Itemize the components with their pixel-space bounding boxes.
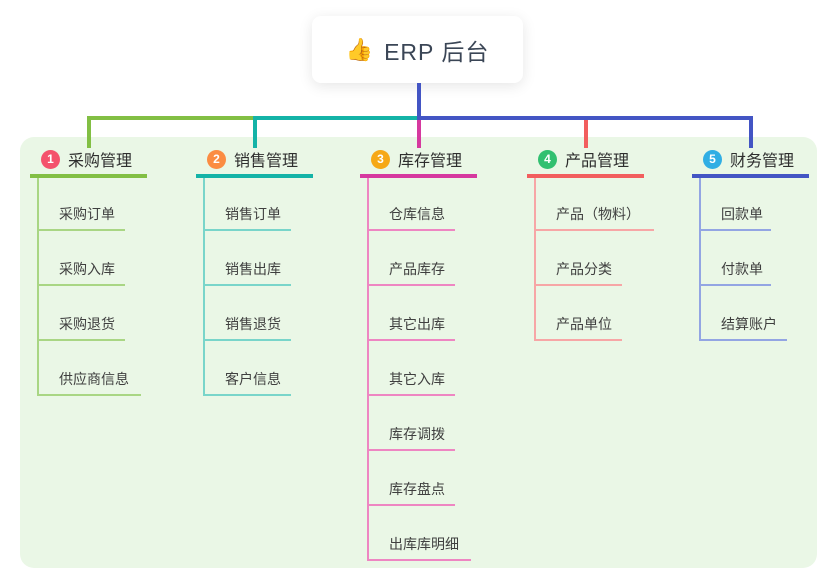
branch-node[interactable]: 1 采购管理	[41, 148, 132, 170]
child-underline	[534, 284, 622, 286]
branch-label: 财务管理	[730, 153, 795, 170]
child-topic[interactable]: 回款单	[721, 206, 763, 222]
thumbs-up-icon: 👍	[345, 36, 375, 62]
child-underline	[203, 394, 291, 396]
branch-number-badge: 4	[538, 149, 557, 169]
child-topic[interactable]: 结算账户	[721, 316, 777, 332]
child-topic[interactable]: 产品（物料）	[556, 206, 640, 222]
branch-number-badge: 5	[703, 149, 722, 169]
bus-segment	[253, 116, 417, 120]
branch-node[interactable]: 2 销售管理	[207, 148, 298, 170]
child-underline	[534, 229, 654, 231]
branch-underline	[196, 174, 313, 178]
bus-segment	[87, 116, 257, 120]
child-topic[interactable]: 销售退货	[225, 316, 281, 332]
branch-label: 产品管理	[565, 153, 630, 170]
child-vertical-line	[367, 178, 369, 561]
child-topic[interactable]: 出库库明细	[389, 536, 459, 552]
root-node[interactable]: 👍 ERP 后台	[312, 16, 523, 83]
child-topic[interactable]: 采购退货	[59, 316, 115, 332]
branch-node[interactable]: 5 财务管理	[703, 148, 794, 170]
branch-drop-line	[584, 120, 588, 148]
child-topic[interactable]: 供应商信息	[59, 371, 129, 387]
child-topic[interactable]: 仓库信息	[389, 206, 445, 222]
child-topic[interactable]: 库存调拨	[389, 426, 445, 442]
child-topic[interactable]: 销售订单	[225, 206, 281, 222]
child-topic[interactable]: 客户信息	[225, 371, 281, 387]
child-underline	[37, 394, 141, 396]
child-topic[interactable]: 产品库存	[389, 261, 445, 277]
child-vertical-line	[699, 178, 701, 341]
branch-number-badge: 3	[371, 149, 390, 169]
child-underline	[203, 284, 291, 286]
branch-node[interactable]: 3 库存管理	[371, 148, 462, 170]
child-underline	[699, 339, 787, 341]
branch-number-badge: 2	[207, 149, 226, 169]
child-topic[interactable]: 销售出库	[225, 261, 281, 277]
branch-underline	[527, 174, 644, 178]
child-topic[interactable]: 库存盘点	[389, 481, 445, 497]
child-underline	[37, 284, 125, 286]
root-node-label: ERP 后台	[384, 38, 490, 65]
child-topic[interactable]: 采购订单	[59, 206, 115, 222]
child-vertical-line	[37, 178, 39, 396]
child-underline	[367, 339, 455, 341]
branch-drop-line	[749, 120, 753, 148]
branch-drop-line	[253, 120, 257, 148]
branch-label: 采购管理	[68, 153, 133, 170]
child-topic[interactable]: 产品单位	[556, 316, 612, 332]
branch-underline	[360, 174, 477, 178]
bus-segment	[417, 116, 753, 120]
child-underline	[534, 339, 622, 341]
child-vertical-line	[534, 178, 536, 341]
branch-drop-line	[417, 120, 421, 148]
child-underline	[203, 339, 291, 341]
branch-drop-line	[87, 120, 91, 148]
child-topic[interactable]: 采购入库	[59, 261, 115, 277]
mindmap-background-panel	[20, 137, 817, 568]
child-underline	[699, 284, 771, 286]
child-underline	[203, 229, 291, 231]
child-underline	[367, 229, 455, 231]
child-topic[interactable]: 付款单	[721, 261, 763, 277]
child-underline	[37, 229, 125, 231]
child-underline	[699, 229, 771, 231]
branch-underline	[30, 174, 147, 178]
child-topic[interactable]: 产品分类	[556, 261, 612, 277]
child-underline	[367, 504, 455, 506]
branch-number-badge: 1	[41, 149, 60, 169]
branch-underline	[692, 174, 809, 178]
child-topic[interactable]: 其它出库	[389, 316, 445, 332]
child-underline	[367, 559, 471, 561]
child-vertical-line	[203, 178, 205, 396]
child-topic[interactable]: 其它入库	[389, 371, 445, 387]
branch-node[interactable]: 4 产品管理	[538, 148, 629, 170]
child-underline	[367, 284, 455, 286]
child-underline	[367, 394, 455, 396]
branch-label: 销售管理	[234, 153, 299, 170]
branch-label: 库存管理	[398, 153, 463, 170]
child-underline	[37, 339, 125, 341]
child-underline	[367, 449, 455, 451]
root-drop-line	[417, 83, 421, 120]
